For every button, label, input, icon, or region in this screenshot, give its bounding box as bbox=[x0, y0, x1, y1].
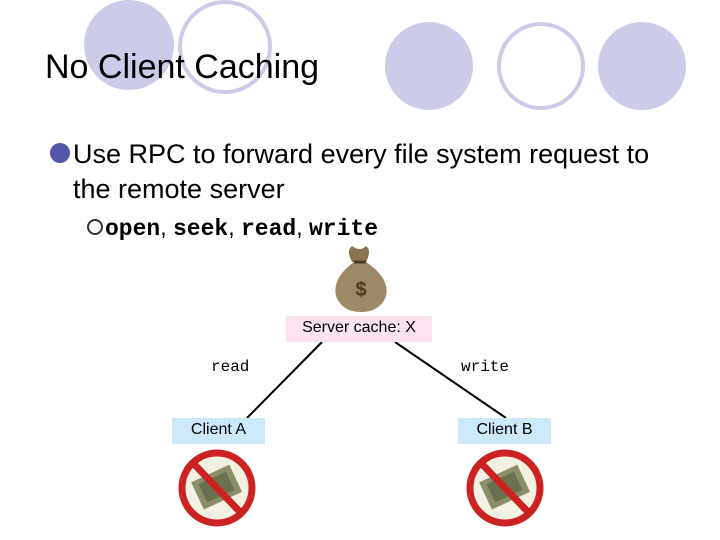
server-cache-box: Server cache: X bbox=[286, 316, 432, 342]
money-bag-icon: $ bbox=[335, 246, 387, 312]
bullet-ring-icon bbox=[87, 219, 103, 235]
decor-circle-1 bbox=[84, 0, 174, 90]
client-b-box: Client B bbox=[458, 418, 551, 444]
decor-circle-5 bbox=[598, 22, 686, 110]
op-open: open bbox=[105, 216, 161, 242]
op-write: write bbox=[309, 216, 379, 242]
edge-read-line bbox=[246, 341, 323, 419]
bullet-dot-icon bbox=[50, 143, 70, 163]
read-label: read bbox=[211, 358, 250, 376]
slide-title: No Client Caching bbox=[45, 48, 320, 86]
separator: , bbox=[296, 214, 309, 240]
no-money-icon bbox=[466, 449, 544, 527]
decor-circle-4 bbox=[497, 22, 585, 110]
svg-text:$: $ bbox=[355, 279, 366, 301]
main-bullet-text: Use RPC to forward every file system req… bbox=[73, 139, 650, 204]
sub-bullet-items: open, seek, read, write bbox=[105, 214, 378, 242]
write-label: write bbox=[461, 358, 510, 376]
client-a-box: Client A bbox=[172, 418, 265, 444]
decor-circle-3 bbox=[385, 22, 473, 110]
no-money-icon bbox=[178, 449, 256, 527]
op-read: read bbox=[241, 216, 297, 242]
decor-circle-2 bbox=[178, 0, 272, 94]
separator: , bbox=[228, 214, 241, 240]
edge-write-line bbox=[394, 341, 507, 419]
op-seek: seek bbox=[173, 216, 229, 242]
separator: , bbox=[160, 214, 173, 240]
